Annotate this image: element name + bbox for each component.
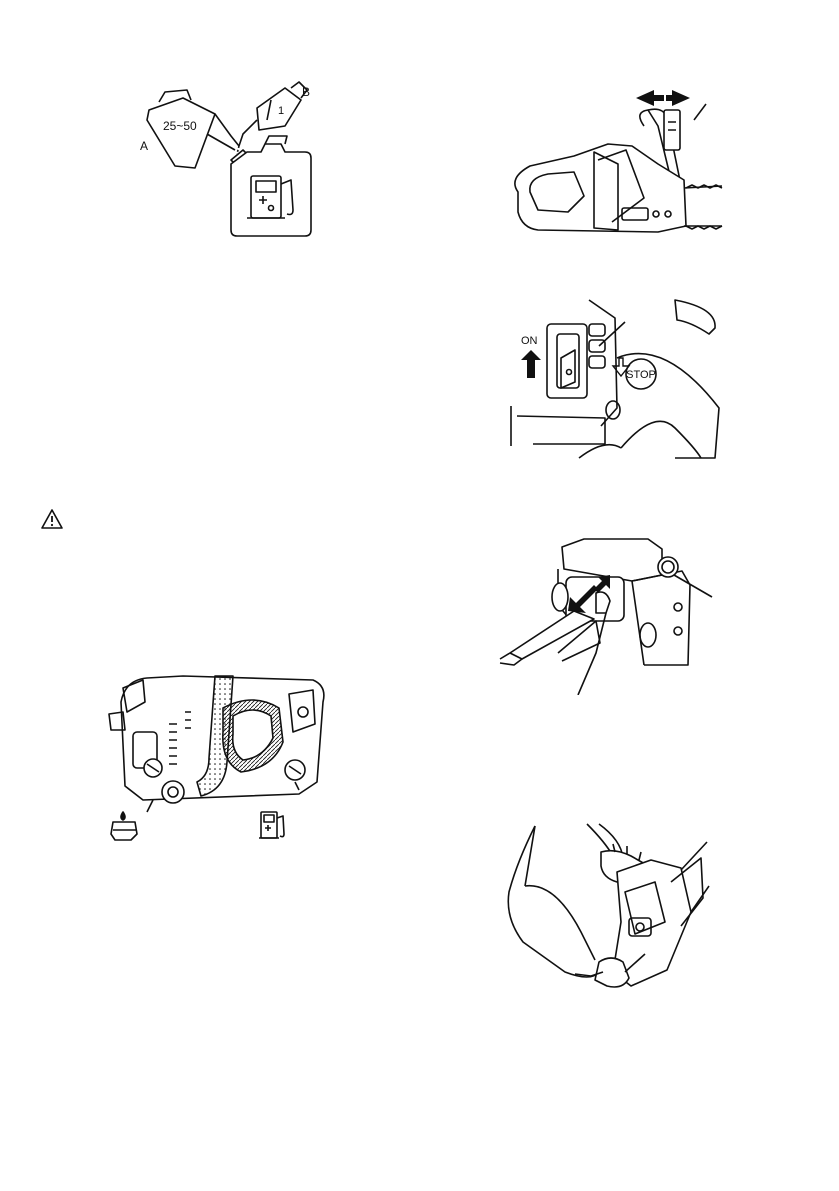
ratio-bottle-text: 1 <box>278 105 284 117</box>
chain-brake-figure <box>508 80 723 240</box>
on-label: ON <box>521 336 538 347</box>
fuel-pump-icon <box>259 812 284 838</box>
double-arrow-icon <box>636 90 690 106</box>
label-a: A <box>140 140 148 152</box>
starting-position-figure <box>495 822 710 1000</box>
fuel-mixing-figure: 25~50 1 A B <box>135 80 325 240</box>
choke-lever-figure <box>498 535 723 695</box>
fill-caps-figure <box>103 672 328 850</box>
label-b: B <box>302 86 310 98</box>
chain-oil-icon <box>111 812 137 840</box>
ratio-can-text: 25~50 <box>163 119 197 133</box>
stop-label: STOP <box>626 369 656 381</box>
on-switch-figure: STOP ON <box>505 298 720 463</box>
up-arrow-icon <box>521 350 541 378</box>
warning-triangle-icon <box>40 508 64 530</box>
